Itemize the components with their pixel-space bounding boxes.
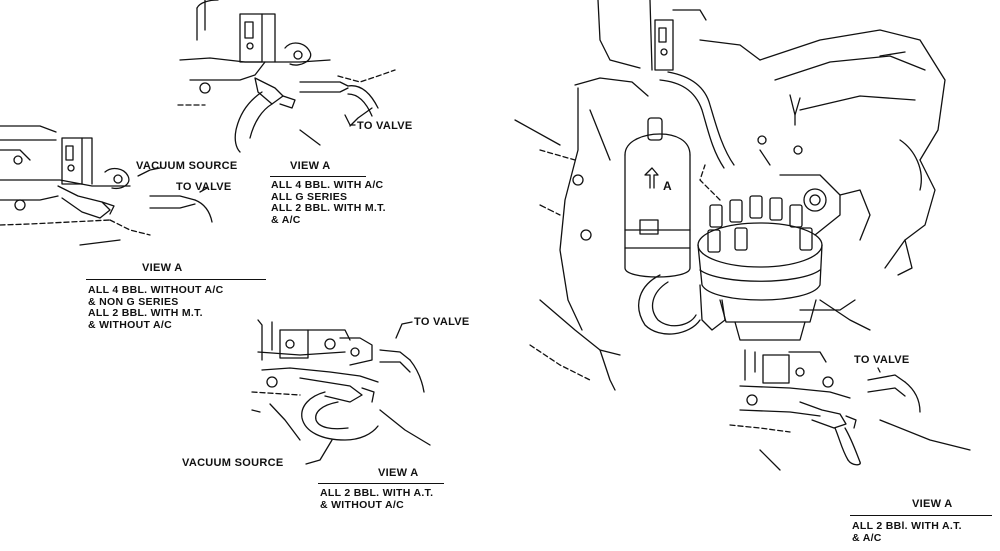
view-a-underline-1 — [86, 279, 266, 280]
view-a-underline-3 — [850, 515, 992, 516]
view-a-notes-2: ALL 2 BBL. WITH A.T. & WITHOUT A/C — [320, 487, 434, 511]
view-a-note: ALL 2 BBL. WITH A.T. — [320, 487, 434, 499]
carb-view-center — [251, 319, 431, 446]
to-valve-label-left: TO VALVE — [176, 181, 232, 193]
carb-view-left — [0, 125, 213, 246]
view-a-note: ALL 4 BBL. WITH A/C — [271, 179, 384, 191]
view-a-note: & NON G SERIES — [88, 295, 179, 308]
view-a-underline-0 — [270, 176, 366, 177]
view-a-title-2: VIEW A — [378, 467, 419, 479]
view-a-note: ALL 2 BBL. WITH M.T. — [88, 307, 203, 319]
view-a-note: ALL 4 BBL. WITHOUT A/C — [88, 284, 224, 296]
view-a-note: & A/C — [852, 531, 882, 544]
view-a-title-1: VIEW A — [142, 262, 183, 274]
vacuum-source-label-center: VACUUM SOURCE — [182, 457, 284, 469]
view-a-notes-0: ALL 4 BBL. WITH A/C ALL G SERIES ALL 2 B… — [271, 179, 386, 226]
vacuum-source-label-left: VACUUM SOURCE — [136, 160, 238, 172]
leader-lines — [137, 107, 881, 465]
to-valve-label-top: TO VALVE — [357, 120, 413, 132]
carb-view-top — [177, 0, 396, 153]
to-valve-label-center: TO VALVE — [414, 316, 470, 328]
view-a-underline-2 — [318, 483, 444, 484]
coil-view-marker: A — [663, 179, 672, 193]
view-a-note: & WITHOUT A/C — [88, 318, 172, 331]
view-a-notes-3: ALL 2 BBl. WITH A.T. & A/C — [852, 520, 962, 544]
to-valve-label-right: TO VALVE — [854, 354, 910, 366]
view-a-note: ALL 2 BBl. WITH A.T. — [852, 520, 962, 532]
view-a-title-3: VIEW A — [912, 498, 953, 510]
view-a-note: & WITHOUT A/C — [320, 498, 404, 511]
view-a-note: ALL G SERIES — [271, 190, 348, 203]
view-a-title-0: VIEW A — [290, 160, 331, 172]
view-a-note: & A/C — [271, 213, 301, 226]
view-a-notes-1: ALL 4 BBL. WITHOUT A/C & NON G SERIES AL… — [88, 284, 224, 331]
carb-view-right — [729, 349, 971, 471]
engine-main-view — [514, 0, 946, 391]
view-a-note: ALL 2 BBL. WITH M.T. — [271, 202, 386, 214]
